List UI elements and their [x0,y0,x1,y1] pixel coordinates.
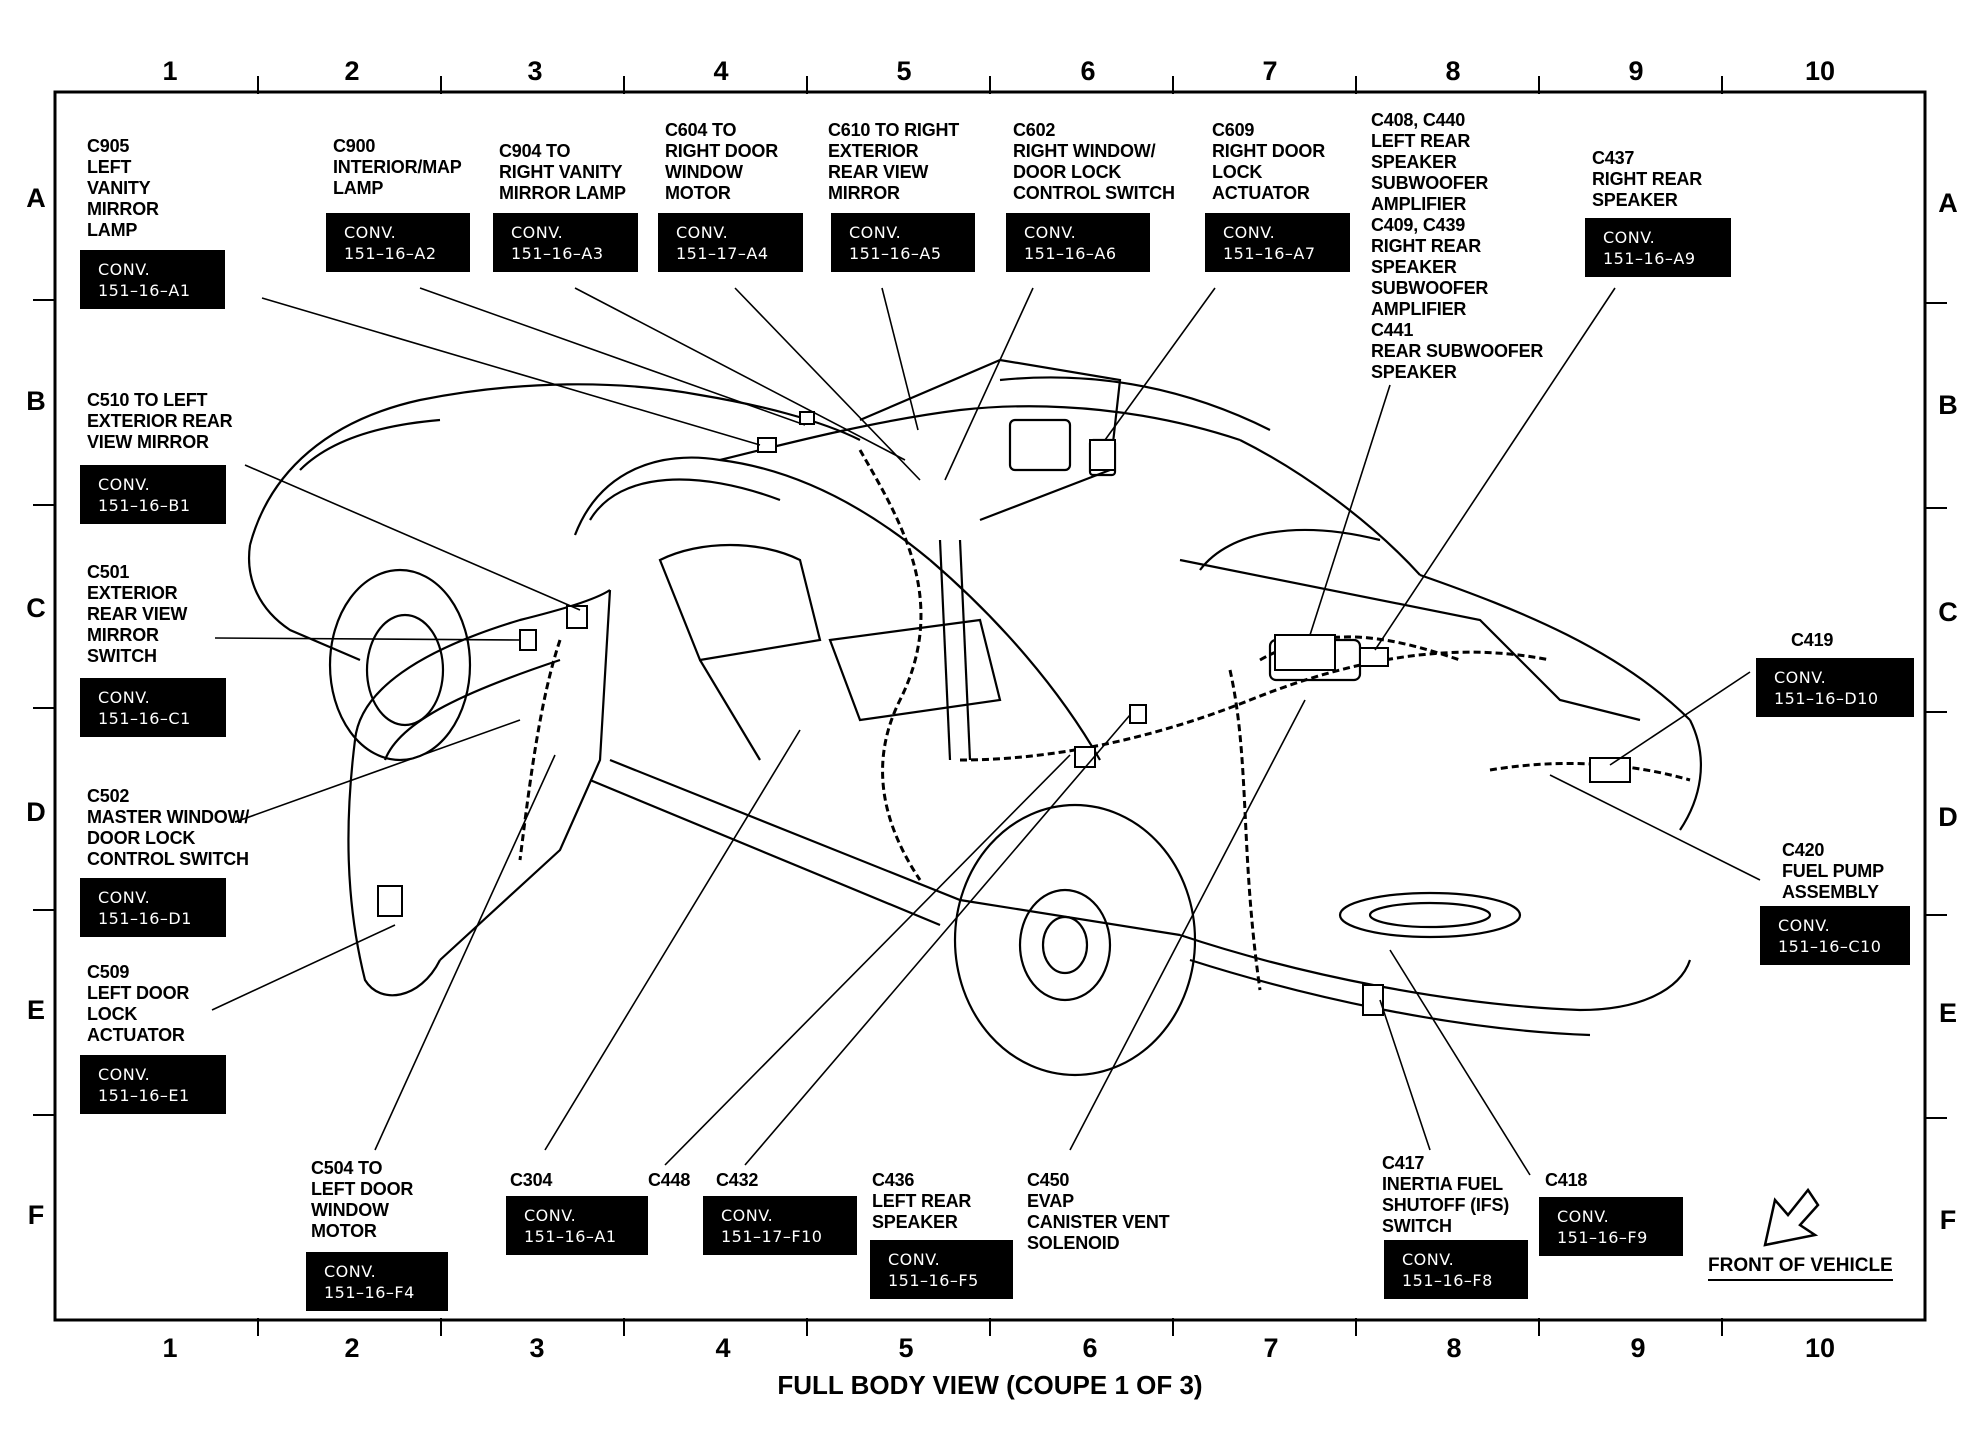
grid-row-left-C: C [26,593,46,623]
callout-c501-conv: CONV.151–16–C1 [80,678,226,737]
grid-row-left-D: D [26,797,46,827]
grid-col-top-7: 7 [1262,56,1278,86]
callout-c418-conv: CONV.151–16–F9 [1539,1197,1683,1256]
grid-col-top-4: 4 [713,56,729,86]
callout-c432-conv: CONV.151–17–F10 [703,1196,857,1255]
callout-c419-label: C419 [1791,630,1834,650]
diagram-caption: FULL BODY VIEW (COUPE 1 OF 3) [777,1370,1203,1400]
callout-c502-conv: CONV.151–16–D1 [80,878,226,937]
grid-col-bottom-6: 6 [1082,1333,1098,1363]
top-ticks [257,76,1723,94]
grid-row-right-A: A [1938,188,1958,218]
grid-col-bottom-9: 9 [1630,1333,1646,1363]
callout-c604-conv: CONV.151–17–A4 [658,213,803,272]
grid-col-bottom-4: 4 [715,1333,731,1363]
connectors [377,411,1631,1016]
callout-c448-label: C448 [648,1170,691,1190]
wiring-harness [518,449,1691,991]
callout-c304-label: C304 [510,1170,553,1190]
grid-row-right-F: F [1939,1205,1957,1235]
callout-c904-conv: CONV.151–16–A3 [493,213,638,272]
callout-c437-conv: CONV.151–16–A9 [1585,218,1731,277]
grid-row-left-E: E [26,995,45,1025]
callout-c419-conv: CONV.151–16–D10 [1756,658,1914,717]
grid-col-bottom-2: 2 [344,1333,360,1363]
callout-c610-conv: CONV.151–16–A5 [831,213,975,272]
grid-row-right-E: E [1938,998,1957,1028]
grid-col-top-10: 10 [1804,56,1836,86]
front-arrow-icon [1763,1187,1820,1247]
grid-row-right-D: D [1938,802,1958,832]
callout-c436-conv: CONV.151–16–F5 [870,1240,1013,1299]
grid-row-left-B: B [26,386,46,416]
grid-col-top-2: 2 [344,56,360,86]
callout-c432-label: C432 [716,1170,759,1190]
grid-col-bottom-7: 7 [1263,1333,1279,1363]
callout-c602-conv: CONV.151–16–A6 [1006,213,1150,272]
front-of-vehicle-label: FRONT OF VEHICLE [1708,1255,1893,1281]
callout-c900-conv: CONV.151–16–A2 [326,213,470,272]
callout-c304-conv: CONV.151–16–A1 [506,1196,648,1255]
callout-c417-conv: CONV.151–16–F8 [1384,1240,1528,1299]
callout-c504-conv: CONV.151–16–F4 [306,1252,448,1311]
grid-row-right-C: C [1938,597,1958,627]
callout-c509-conv: CONV.151–16–E1 [80,1055,226,1114]
grid-row-left-F: F [27,1200,45,1230]
grid-col-top-5: 5 [896,56,912,86]
grid-col-top-9: 9 [1628,56,1644,86]
side-ticks [33,299,1947,1119]
callout-c420-conv: CONV.151–16–C10 [1760,906,1910,965]
grid-row-left-A: A [26,183,46,213]
grid-col-top-8: 8 [1445,56,1461,86]
grid-col-top-3: 3 [527,56,543,86]
grid-col-top-6: 6 [1080,56,1096,86]
grid-col-bottom-3: 3 [529,1333,545,1363]
callout-c510-conv: CONV.151–16–B1 [80,465,226,524]
grid-col-bottom-1: 1 [162,1333,178,1363]
grid-col-bottom-5: 5 [898,1333,914,1363]
grid-row-right-B: B [1938,390,1958,420]
callout-c609-conv: CONV.151–16–A7 [1205,213,1350,272]
grid-col-bottom-8: 8 [1446,1333,1462,1363]
grid-col-top-1: 1 [162,56,178,86]
callout-c905-conv: CONV.151–16–A1 [80,250,225,309]
callout-c418-label: C418 [1545,1170,1588,1190]
vehicle-illustration [248,358,1702,1077]
leader-lines [211,287,1761,1176]
grid-col-bottom-10: 10 [1804,1333,1836,1363]
bottom-ticks [257,1318,1723,1336]
